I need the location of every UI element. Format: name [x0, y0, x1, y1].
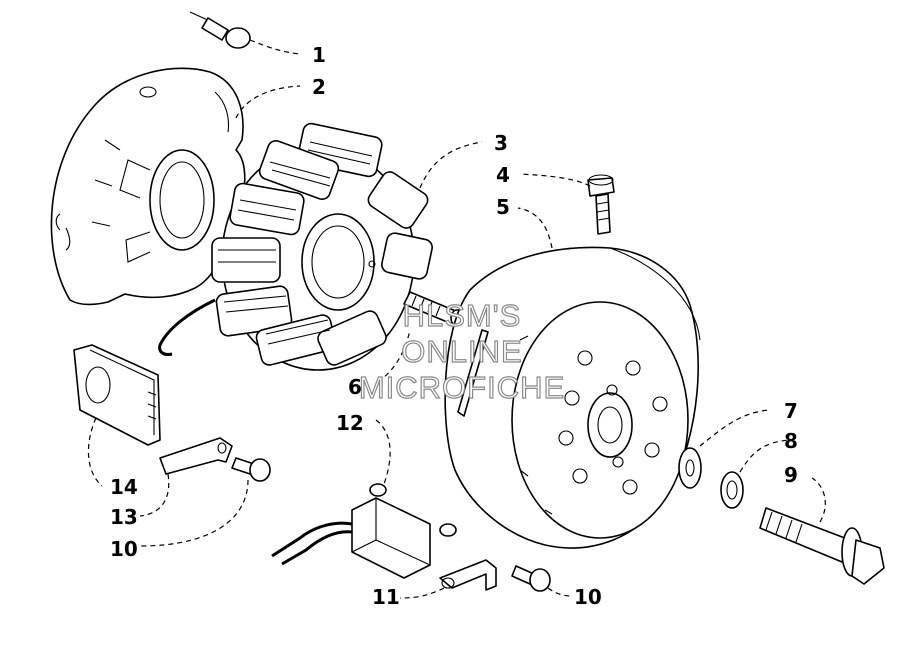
callout-1: 1 — [312, 43, 326, 67]
part-5-flywheel — [444, 246, 701, 549]
part-3-stator — [158, 122, 433, 371]
callout-10-right: 10 — [574, 585, 602, 609]
part-14-cover-plate — [73, 344, 161, 446]
callout-9: 9 — [784, 463, 798, 487]
part-9-flange-bolt — [759, 507, 885, 585]
callout-2: 2 — [312, 75, 326, 99]
watermark: HLSM'S ONLINE MICROFICHE — [358, 297, 565, 405]
part-7-washer — [678, 447, 702, 489]
part-10-screw-left — [231, 457, 271, 482]
callout-14: 14 — [110, 475, 138, 499]
part-13-bracket — [159, 437, 233, 475]
part-11-clamp — [439, 559, 497, 591]
callout-6: 6 — [348, 375, 362, 399]
callout-10-left: 10 — [110, 537, 138, 561]
part-1-screw — [189, 11, 251, 49]
callout-8: 8 — [784, 429, 798, 453]
callout-5: 5 — [496, 195, 510, 219]
part-4-bolt — [587, 174, 615, 235]
callout-3: 3 — [494, 131, 508, 155]
leader-lines — [87, 39, 826, 599]
part-8-lock-washer — [720, 471, 744, 509]
watermark-line-3: MICROFICHE — [359, 370, 565, 405]
callout-13: 13 — [110, 505, 138, 529]
callout-labels: 1 2 3 4 5 6 7 8 9 10 10 11 12 13 14 — [110, 43, 798, 609]
callout-7: 7 — [784, 399, 798, 423]
callout-12: 12 — [336, 411, 364, 435]
watermark-line-2: ONLINE — [401, 334, 522, 369]
part-2-cover — [50, 67, 246, 306]
watermark-line-1: HLSM'S — [403, 298, 522, 333]
callout-4: 4 — [496, 163, 510, 187]
part-12-sensor — [271, 483, 457, 579]
part-10-screw-right — [511, 565, 551, 592]
callout-11: 11 — [372, 585, 400, 609]
